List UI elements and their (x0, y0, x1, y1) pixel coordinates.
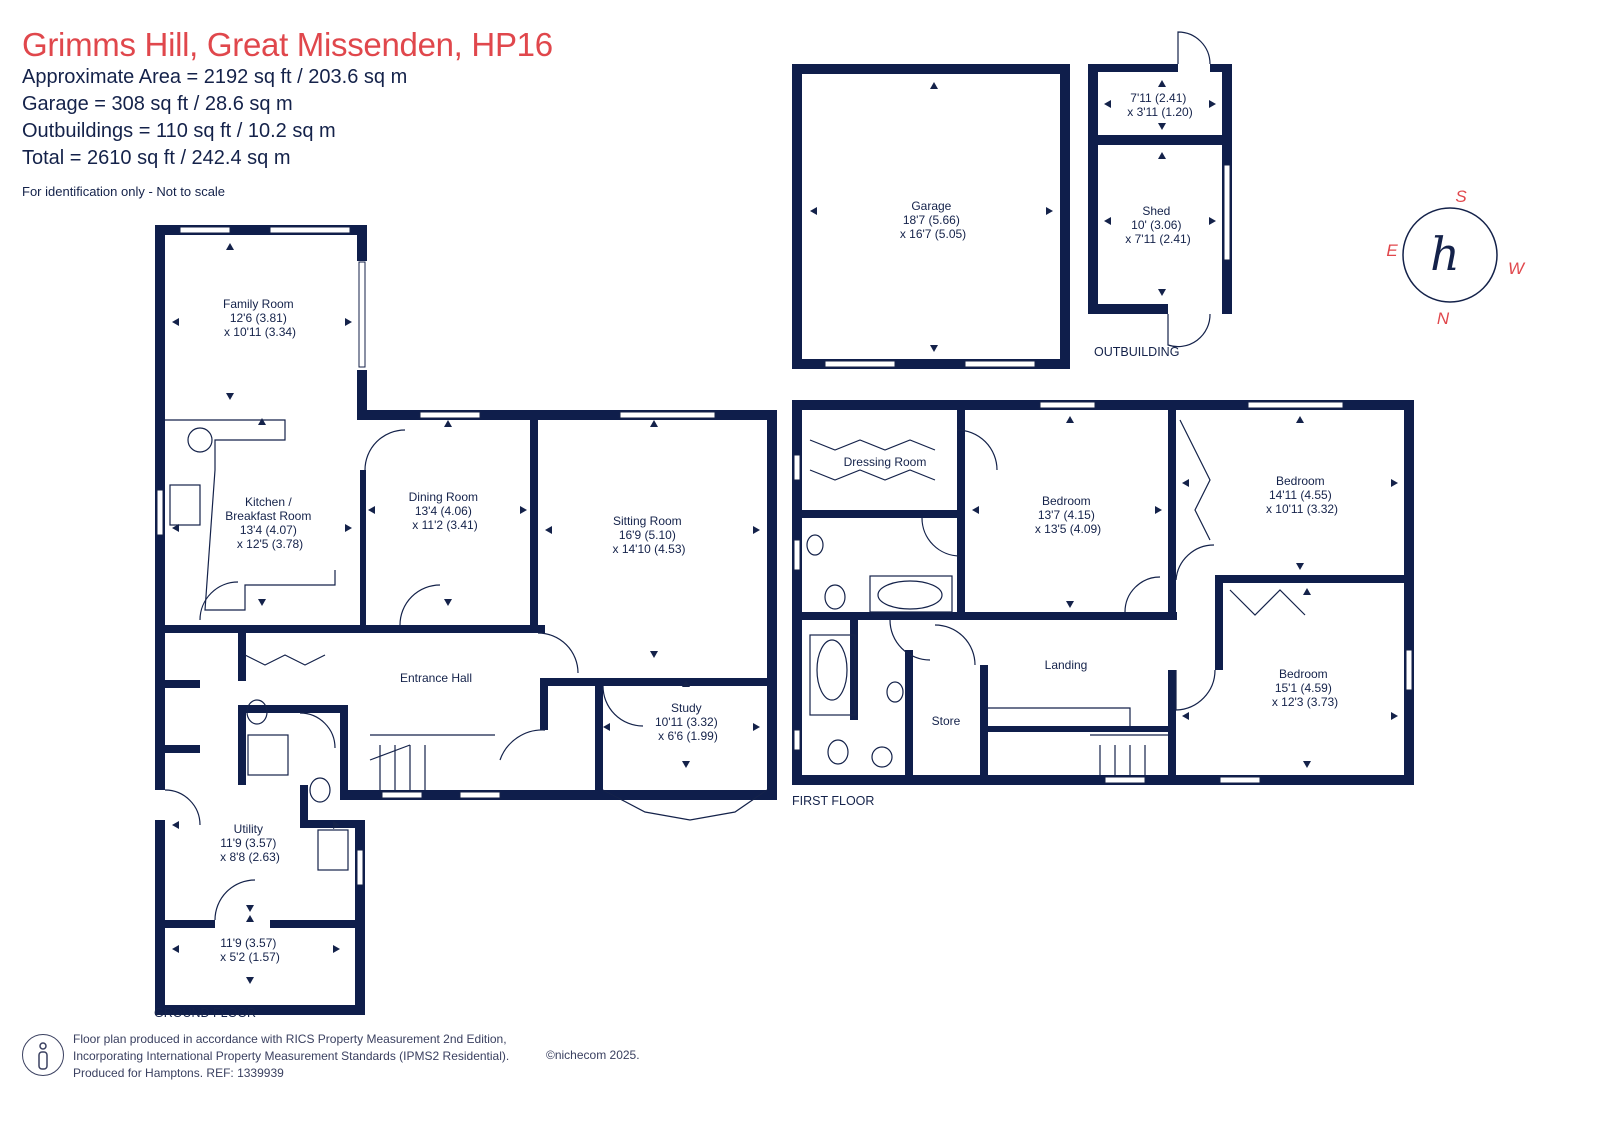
first-floor-label: FIRST FLOOR (792, 794, 874, 808)
dimension-arrow-icon (333, 945, 340, 953)
room-labels: Family Room 12'6 (3.81) x 10'11 (3.34) K… (220, 91, 1338, 964)
ground-store-label: 11'9 (3.57) x 5'2 (1.57) (220, 936, 280, 964)
shed-label: Shed 10' (3.06) x 7'11 (2.41) (1125, 204, 1190, 246)
dimension-arrow-icon (1158, 289, 1166, 296)
first-floor-walls (792, 400, 1414, 785)
first-store-label: Store (932, 714, 961, 728)
compass-logo: h S E W N (1386, 187, 1526, 328)
dimension-arrow-icon (545, 526, 552, 534)
copyright: ©nichecom 2025. (546, 1048, 640, 1062)
dimension-arrow-icon (333, 821, 340, 829)
dimension-arrow-icon (1182, 712, 1189, 720)
dimension-arrow-icon (258, 418, 266, 425)
dimension-arrow-icon (1066, 416, 1074, 423)
info-icon (22, 1034, 64, 1076)
dimension-arrow-icon (1155, 506, 1162, 514)
dimension-arrow-icon (753, 723, 760, 731)
total-area: Total = 2610 sq ft / 242.4 sq m (22, 147, 291, 169)
dimension-arrow-icon (226, 393, 234, 400)
dimension-arrow-icon (1046, 207, 1053, 215)
dressing-room-label: Dressing Room (844, 455, 927, 469)
dimension-arrow-icon (1158, 80, 1166, 87)
footer-text: Floor plan produced in accordance with R… (73, 1031, 509, 1082)
dimension-arrow-icon (972, 506, 979, 514)
dimension-arrow-icon (1296, 416, 1304, 423)
dimension-arrow-icon (1391, 479, 1398, 487)
area-summary: Approximate Area = 2192 sq ft / 203.6 sq… (22, 64, 407, 172)
dimension-arrow-icon (172, 524, 179, 532)
dimension-arrow-icon (1182, 479, 1189, 487)
landing-label: Landing (1045, 658, 1088, 672)
dimension-arrow-icon (226, 243, 234, 250)
garage-label: Garage 18'7 (5.66) x 16'7 (5.05) (900, 199, 966, 241)
approximate-area: Approximate Area = 2192 sq ft / 203.6 sq… (22, 66, 408, 88)
scale-note: For identification only - Not to scale (22, 184, 226, 199)
dimension-arrow-icon (1104, 217, 1111, 225)
ground-floor-walls (155, 225, 777, 1015)
dimension-arrow-icon (753, 526, 760, 534)
dimension-arrow-icon (1066, 601, 1074, 608)
bedroom-2-label: Bedroom 14'11 (4.55) x 10'11 (3.32) (1266, 474, 1338, 516)
study-label: Study 10'11 (3.32) x 6'6 (1.99) (655, 701, 721, 743)
outbuilding-store-label: 7'11 (2.41) x 3'11 (1.20) (1127, 91, 1192, 119)
dimension-arrow-icon (650, 651, 658, 658)
compass-w: W (1508, 259, 1526, 278)
dimension-arrow-icon (1391, 712, 1398, 720)
garage-walls (792, 64, 1070, 369)
dining-room-label: Dining Room 13'4 (4.06) x 11'2 (3.41) (409, 490, 482, 532)
dimension-arrow-icon (930, 82, 938, 89)
dimension-arrow-icon (246, 915, 254, 922)
dimension-arrow-icon (520, 506, 527, 514)
dimension-arrows (172, 80, 1398, 984)
dimension-arrow-icon (258, 599, 266, 606)
sitting-room-label: Sitting Room 16'9 (5.10) x 14'10 (4.53) (612, 514, 685, 556)
dimension-arrow-icon (368, 506, 375, 514)
dimension-arrow-icon (246, 977, 254, 984)
dimension-arrow-icon (345, 318, 352, 326)
footer-line-2: Incorporating International Property Mea… (73, 1049, 510, 1063)
footer-line-3: Produced for Hamptons. REF: 1339939 (73, 1066, 284, 1080)
dimension-arrow-icon (650, 420, 658, 427)
logo-h: h (1430, 227, 1460, 281)
dimension-arrow-icon (444, 420, 452, 427)
footer-line-1: Floor plan produced in accordance with R… (73, 1032, 507, 1046)
dimension-arrow-icon (444, 599, 452, 606)
dimension-arrow-icon (172, 945, 179, 953)
compass-n: N (1437, 309, 1450, 328)
dimension-arrow-icon (1209, 100, 1216, 108)
garage-area: Garage = 308 sq ft / 28.6 sq m (22, 93, 293, 115)
dimension-arrow-icon (1158, 152, 1166, 159)
page-title: Grimms Hill, Great Missenden, HP16 (22, 26, 553, 63)
outbuilding-walls (1088, 31, 1232, 348)
dimension-arrow-icon (246, 905, 254, 912)
outbuildings-area: Outbuildings = 110 sq ft / 10.2 sq m (22, 120, 336, 142)
compass-ring-icon (1402, 207, 1498, 303)
dimension-arrow-icon (1104, 100, 1111, 108)
entrance-hall-label: Entrance Hall (400, 671, 472, 685)
bedroom-3-label: Bedroom 15'1 (4.59) x 12'3 (3.73) (1272, 667, 1338, 709)
dimension-arrow-icon (172, 318, 179, 326)
compass-e: E (1386, 241, 1398, 260)
family-room-label: Family Room 12'6 (3.81) x 10'11 (3.34) (223, 297, 297, 339)
dimension-arrow-icon (1209, 217, 1216, 225)
dimension-arrow-icon (1158, 123, 1166, 130)
bedroom-1-label: Bedroom 13'7 (4.15) x 13'5 (4.09) (1035, 494, 1101, 536)
dimension-arrow-icon (810, 207, 817, 215)
dimension-arrow-icon (682, 680, 690, 687)
dimension-arrow-icon (930, 345, 938, 352)
compass-s: S (1455, 187, 1467, 206)
outbuilding-label: OUTBUILDING (1094, 345, 1179, 359)
dimension-arrow-icon (172, 821, 179, 829)
dimension-arrow-icon (1303, 761, 1311, 768)
dimension-arrow-icon (1296, 563, 1304, 570)
ground-floor-label: GROUND FLOOR (154, 1006, 256, 1020)
kitchen-label: Kitchen / Breakfast Room 13'4 (4.07) x 1… (225, 495, 314, 551)
dimension-arrow-icon (603, 723, 610, 731)
utility-label: Utility 11'9 (3.57) x 8'8 (2.63) (220, 822, 280, 864)
dimension-arrow-icon (345, 524, 352, 532)
dimension-arrow-icon (1303, 588, 1311, 595)
dimension-arrow-icon (682, 761, 690, 768)
